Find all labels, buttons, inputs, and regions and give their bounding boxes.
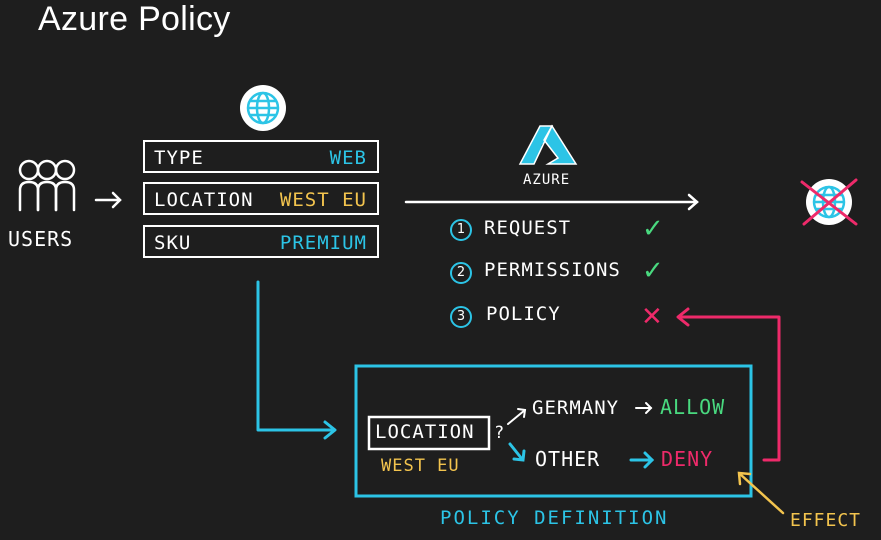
rule-match-other: OTHER xyxy=(535,447,601,471)
branch-arrow-match xyxy=(507,408,527,425)
blocked-globe-icon xyxy=(798,176,860,228)
step-number-1: 1 xyxy=(450,219,472,241)
step-label-request: REQUEST xyxy=(484,217,572,239)
effect-pointer-arrow xyxy=(737,471,785,515)
step-label-policy: POLICY xyxy=(486,303,561,325)
property-row-type: TYPE WEB xyxy=(143,140,379,173)
effect-label: EFFECT xyxy=(790,510,862,531)
property-key: LOCATION xyxy=(154,189,254,211)
check-icon: ✓ xyxy=(642,256,664,286)
step-number-2: 2 xyxy=(450,262,472,284)
check-icon: ✓ xyxy=(642,214,664,244)
property-row-sku: SKU PREMIUM xyxy=(143,225,379,258)
property-key: SKU xyxy=(154,232,192,254)
users-icon xyxy=(16,158,78,214)
policy-definition-box xyxy=(354,364,753,498)
deny-feedback-arrow xyxy=(676,307,781,462)
rule-effect-allow: ALLOW xyxy=(660,395,726,419)
azure-label: AZURE xyxy=(523,172,571,188)
users-label: USERS xyxy=(8,227,74,251)
azure-logo-icon xyxy=(518,124,578,168)
property-row-location: LOCATION WEST EU xyxy=(143,182,379,215)
globe-icon xyxy=(236,83,290,133)
condition-field: LOCATION xyxy=(375,421,475,443)
condition-field-box xyxy=(367,415,491,451)
condition-value: WEST EU xyxy=(381,456,460,476)
step-number-3: 3 xyxy=(450,306,472,328)
match-to-effect-arrow xyxy=(635,402,653,414)
condition-question-mark: ? xyxy=(494,423,506,443)
request-to-azure-arrow xyxy=(404,193,699,211)
step-label-permissions: PERMISSIONS xyxy=(484,259,621,281)
request-to-policy-arrow xyxy=(256,280,337,440)
cross-icon: ✕ xyxy=(641,302,663,332)
other-to-effect-arrow xyxy=(629,451,655,469)
branch-arrow-other xyxy=(508,442,526,462)
page-title: Azure Policy xyxy=(38,0,231,38)
property-value: WEST EU xyxy=(279,189,367,211)
rule-match-germany: GERMANY xyxy=(532,397,620,419)
property-value: WEB xyxy=(329,147,367,169)
users-to-request-arrow xyxy=(94,191,122,209)
rule-effect-deny: DENY xyxy=(661,447,714,471)
property-key: TYPE xyxy=(154,147,204,169)
property-value: PREMIUM xyxy=(279,232,367,254)
policy-definition-caption: POLICY DEFINITION xyxy=(440,507,669,529)
